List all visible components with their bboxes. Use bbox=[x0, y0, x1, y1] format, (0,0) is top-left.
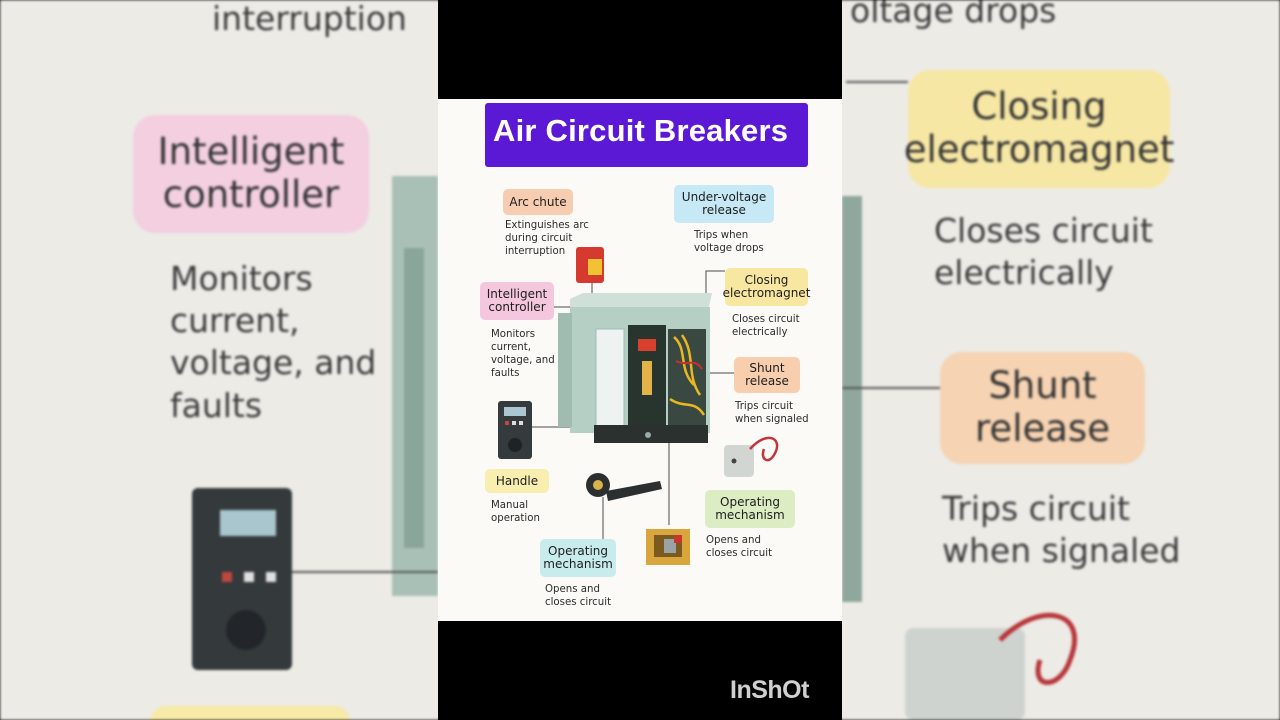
breaker-top bbox=[570, 293, 712, 311]
handle-hub-center bbox=[593, 480, 603, 490]
bg-controller-key-2 bbox=[266, 572, 276, 582]
shunt-device bbox=[724, 436, 779, 477]
breaker-side bbox=[558, 313, 572, 427]
desc-closing-electromagnet: Closes circuit electrically bbox=[732, 313, 804, 339]
desc-closing-electromagnet-text: Closes circuit electrically bbox=[732, 314, 800, 338]
bg-controller-knob bbox=[226, 610, 266, 650]
bg-shunt-release-desc: Trips circuit when signaled bbox=[942, 489, 1181, 571]
controller-knob bbox=[508, 438, 522, 452]
inshot-watermark: InShOt bbox=[730, 676, 809, 704]
desc-shunt-release-text: Trips circuit when signaled bbox=[735, 401, 809, 425]
breaker-display bbox=[638, 339, 656, 351]
desc-arc-chute-text: Extinguishes arc during circuit interrup… bbox=[505, 220, 589, 257]
bg-breaker-edge-right bbox=[842, 196, 862, 602]
desc-intelligent-controller: Monitors current, voltage, and faults bbox=[491, 328, 555, 380]
bg-shunt-device bbox=[905, 628, 1025, 720]
desc-under-voltage-release-text: Trips when voltage drops bbox=[694, 230, 764, 254]
bg-controller-screen bbox=[220, 510, 276, 536]
bg-shunt-release-label: Shunt release bbox=[940, 352, 1145, 464]
shunt-dot bbox=[731, 458, 737, 464]
bg-handle-pill bbox=[150, 706, 350, 720]
breaker-red-wire bbox=[675, 360, 703, 370]
bg-controller-key-red bbox=[222, 572, 232, 582]
label-operating-mechanism-right: Operating mechanism bbox=[705, 490, 795, 528]
handle-device bbox=[586, 473, 662, 501]
bg-breaker-slot-left bbox=[404, 248, 424, 548]
label-arc-chute: Arc chute bbox=[503, 189, 573, 215]
controller-device bbox=[498, 401, 532, 459]
breaker-base-screw bbox=[645, 432, 651, 438]
bg-top-right-text: oltage drops bbox=[850, 0, 1057, 30]
bg-intelligent-controller-label: Intelligent controller bbox=[133, 115, 369, 233]
label-under-voltage-release: Under-voltage release bbox=[674, 185, 774, 223]
bg-intelligent-controller-desc: Monitors current, voltage, and faults bbox=[170, 259, 377, 425]
desc-shunt-release: Trips circuit when signaled bbox=[735, 400, 809, 426]
desc-under-voltage-release: Trips when voltage drops bbox=[694, 229, 772, 255]
desc-operating-mechanism-bottom: Opens and closes circuit bbox=[545, 583, 615, 609]
bg-shunt-wire bbox=[998, 612, 1078, 685]
page-title: Air Circuit Breakers bbox=[493, 113, 789, 148]
controller-key-2 bbox=[519, 421, 523, 425]
controller-key-1 bbox=[512, 421, 516, 425]
mechanism-device bbox=[646, 529, 690, 565]
label-handle: Handle bbox=[485, 469, 549, 493]
breaker-base bbox=[594, 425, 708, 443]
desc-handle-text: Manual operation bbox=[491, 500, 540, 524]
desc-intelligent-controller-text: Monitors current, voltage, and faults bbox=[491, 329, 555, 379]
handle-arm bbox=[606, 481, 662, 501]
breaker-left-panel bbox=[595, 328, 625, 428]
label-shunt-release: Shunt release bbox=[734, 357, 800, 393]
breaker-indicator bbox=[642, 361, 652, 395]
desc-handle: Manual operation bbox=[491, 499, 547, 525]
infographic-panel: Air Circuit Breakers bbox=[438, 99, 842, 621]
breaker-diagram bbox=[498, 247, 779, 565]
bg-top-left-text: interruption bbox=[212, 0, 407, 38]
breaker-body bbox=[558, 293, 712, 443]
label-intelligent-controller: Intelligent controller bbox=[480, 282, 554, 320]
desc-arc-chute: Extinguishes arc during circuit interrup… bbox=[505, 219, 601, 258]
label-closing-electromagnet: Closing electromagnet bbox=[723, 268, 810, 306]
controller-screen bbox=[504, 407, 526, 416]
shunt-wire bbox=[749, 436, 779, 462]
controller-key-red bbox=[505, 421, 509, 425]
bg-closing-electromagnet-desc: Closes circuit electrically bbox=[934, 211, 1153, 293]
desc-operating-mechanism-bottom-text: Opens and closes circuit bbox=[545, 584, 612, 608]
breaker-wiring bbox=[669, 334, 706, 416]
desc-operating-mechanism-right: Opens and closes circuit bbox=[706, 534, 778, 560]
mechanism-red-part bbox=[674, 535, 682, 543]
label-operating-mechanism-bottom: Operating mechanism bbox=[540, 539, 616, 577]
arc-chute-face bbox=[588, 259, 602, 275]
mechanism-spring bbox=[664, 539, 676, 553]
bg-closing-electromagnet-label: Closing electromagnet bbox=[904, 70, 1174, 188]
arc-chute-device bbox=[576, 247, 604, 283]
bg-controller-key bbox=[244, 572, 254, 582]
desc-operating-mechanism-right-text: Opens and closes circuit bbox=[706, 535, 773, 559]
title-banner: Air Circuit Breakers bbox=[485, 103, 808, 167]
shunt-body bbox=[724, 445, 754, 477]
